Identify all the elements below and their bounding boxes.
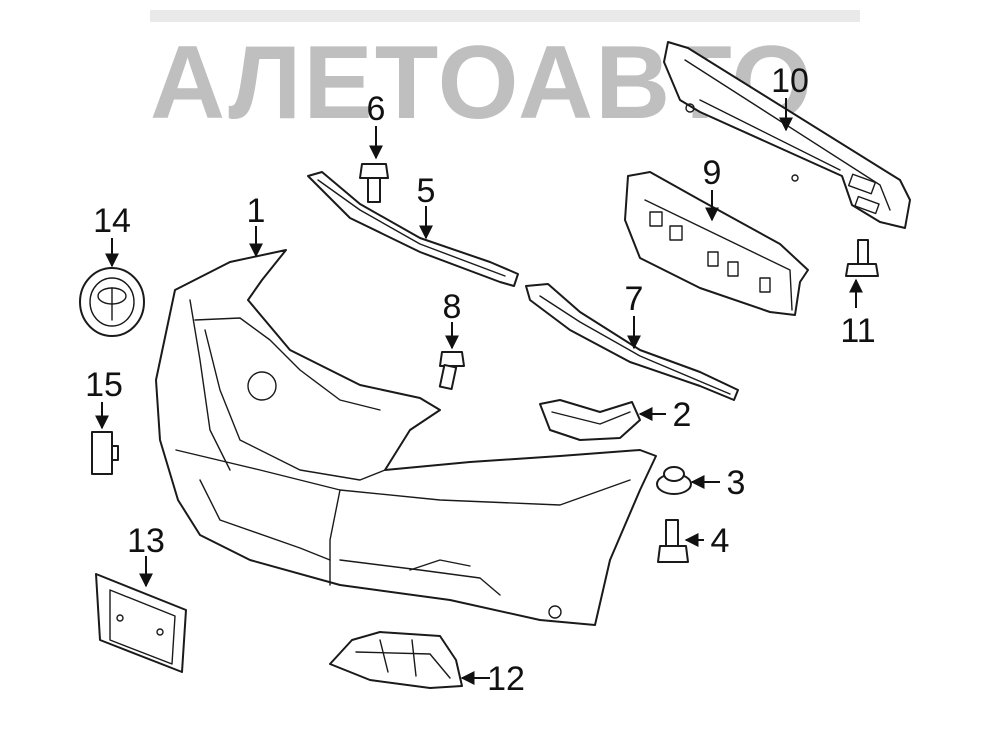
part-9-energy-absorber xyxy=(624,171,809,316)
part-1-bumper-cover xyxy=(155,249,657,626)
part-4-bolt xyxy=(657,519,689,563)
part-6-bolt xyxy=(359,163,389,203)
part-7-side-retainer xyxy=(525,283,739,401)
callout-10: 10 xyxy=(771,62,809,100)
callout-4: 4 xyxy=(711,522,730,560)
part-5-upper-retainer xyxy=(307,171,519,287)
callout-9: 9 xyxy=(703,154,722,192)
callout-14: 14 xyxy=(93,202,131,240)
callout-labels: 1 2 3 4 5 6 7 8 9 10 11 12 13 14 15 xyxy=(85,62,876,698)
part-10-reinforcement-beam xyxy=(663,41,911,229)
part-3-clip xyxy=(656,466,692,495)
part-13-license-plate-bracket xyxy=(95,573,187,673)
callout-12: 12 xyxy=(487,660,525,698)
callout-7: 7 xyxy=(625,280,644,318)
callout-1: 1 xyxy=(247,192,266,230)
part-8-bolt xyxy=(438,351,465,391)
callout-6: 6 xyxy=(367,90,386,128)
callout-15: 15 xyxy=(85,366,123,404)
part-11-bolt xyxy=(845,239,879,277)
callout-2: 2 xyxy=(673,396,692,434)
leader-lines xyxy=(95,98,863,685)
part-2-bracket xyxy=(539,399,641,441)
part-15-plug xyxy=(91,431,119,475)
callout-8: 8 xyxy=(443,288,462,326)
part-12-lower-grille xyxy=(329,631,463,689)
callout-3: 3 xyxy=(727,464,746,502)
callout-11: 11 xyxy=(840,312,875,350)
callout-5: 5 xyxy=(417,172,436,210)
part-14-emblem xyxy=(79,267,145,337)
callout-13: 13 xyxy=(127,522,165,560)
watermark-bar xyxy=(150,10,860,22)
